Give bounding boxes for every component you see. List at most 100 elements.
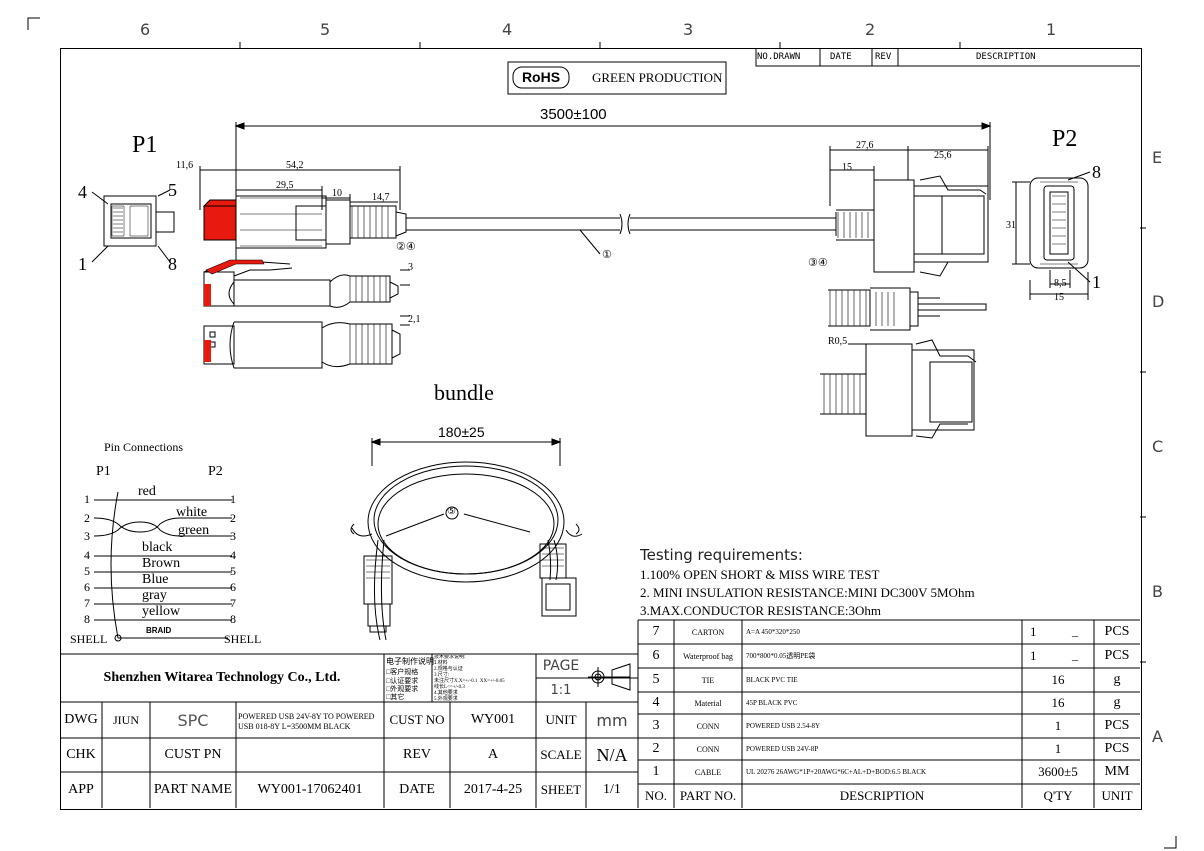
pin-right-8: 8 xyxy=(230,612,236,626)
rev-date: DATE xyxy=(830,52,852,62)
wire-red: red xyxy=(138,484,156,499)
cust-no-label: CUST NO xyxy=(389,712,445,727)
rev-rev: REV xyxy=(875,52,892,62)
testing-item-2: 2. MINI INSULATION RESISTANCE:MINI DC300… xyxy=(640,585,975,600)
callout-5: ⑤ xyxy=(447,506,456,517)
part-name-label: PART NAME xyxy=(153,782,233,797)
bom-no-6: 6 xyxy=(652,648,660,663)
zone-2: 2 xyxy=(865,20,876,39)
cust-pn-label: CUST PN xyxy=(164,747,222,762)
bom-qty-dash-6: _ xyxy=(1072,648,1078,662)
rev-label: REV xyxy=(403,747,431,762)
callout-3-4: ③④ xyxy=(808,257,828,269)
bom-unit-4: g xyxy=(1113,695,1121,710)
bom-qty-4: 16 xyxy=(1051,695,1065,710)
bom-part-5: TIE xyxy=(701,675,715,685)
scale-label: SCALE xyxy=(540,747,582,762)
rev-description: DESCRIPTION xyxy=(976,52,1036,62)
shell-right: SHELL xyxy=(224,632,262,646)
pin-left-6: 6 xyxy=(84,580,90,594)
dim-27-6: 27,6 xyxy=(856,140,874,151)
pin-left-8: 8 xyxy=(84,612,90,626)
doc-check-2: □认证要求 xyxy=(386,677,419,685)
dwg-name: JIUN xyxy=(113,712,139,727)
bom-no-2: 2 xyxy=(652,741,660,756)
pin-right-3: 3 xyxy=(230,529,236,543)
bom-no-4: 4 xyxy=(652,695,660,710)
wire-yellow: yellow xyxy=(142,604,181,619)
doc-check-3: □外观要求 xyxy=(386,685,419,693)
bundle-label: bundle xyxy=(434,380,494,405)
bom-no-1: 1 xyxy=(652,764,660,779)
p2-pin-8: 8 xyxy=(1092,162,1101,182)
p1-pin-5: 5 xyxy=(168,180,177,200)
bom-desc-4: 45P BLACK PVC xyxy=(746,699,798,707)
bom-unit-5: g xyxy=(1113,672,1121,687)
wire-gray: gray xyxy=(142,588,167,603)
bom-no-7: 7 xyxy=(652,624,660,639)
bom-qty-1: 3600±5 xyxy=(1038,764,1078,779)
zone-b: B xyxy=(1152,582,1163,601)
pin-connections-title: Pin Connections xyxy=(104,440,184,454)
pin-left-2: 2 xyxy=(84,511,90,525)
doc-check-4: □其它 xyxy=(386,693,405,701)
zone-a: A xyxy=(1152,727,1163,746)
spc-desc-2: USB 018-8Y L=3500MM BLACK xyxy=(238,722,351,731)
dim-29-5: 29,5 xyxy=(276,180,294,191)
bom-unit-7: PCS xyxy=(1104,624,1130,639)
date-value: 2017-4-25 xyxy=(463,782,523,797)
bom-desc-1: UL 20276 26AWG*1P+20AWG*6C+AL+D+BOD:6.5 … xyxy=(746,768,927,776)
pin-left-1: 1 xyxy=(84,492,90,506)
bom-part-2: CONN xyxy=(696,744,720,754)
doc-check-1: □客户规格 xyxy=(386,668,419,676)
dim-10: 10 xyxy=(332,188,342,199)
callout-1: ① xyxy=(602,249,612,261)
zone-5: 5 xyxy=(320,20,331,39)
dim-15: 15 xyxy=(842,162,852,173)
bom-no-3: 3 xyxy=(652,718,660,733)
bom-unit-3: PCS xyxy=(1104,718,1130,733)
part-name: WY001-17062401 xyxy=(257,782,363,797)
p1-pin-8: 8 xyxy=(168,254,177,274)
pin-left-3: 3 xyxy=(84,529,90,543)
bom-qty-2: 1 xyxy=(1054,741,1062,756)
sheet-label: SHEET xyxy=(540,782,582,797)
bom-header-description: DESCRIPTION xyxy=(839,788,925,803)
p2-pin-1: 1 xyxy=(1092,272,1101,292)
doc-note-title: 电子制作说明: xyxy=(386,657,437,666)
bom-header-unit: UNIT xyxy=(1101,788,1133,803)
green-production: GREEN PRODUCTION xyxy=(592,70,723,85)
pin-right-2: 2 xyxy=(230,511,236,525)
bom-header-part-no: PART NO. xyxy=(679,788,737,803)
dim-2-1: 2,1 xyxy=(408,314,421,325)
pin-right-7: 7 xyxy=(230,596,236,610)
spc-desc-1: POWERED USB 24V-8Y TO POWERED xyxy=(238,712,375,721)
dim-25-6: 25,6 xyxy=(934,150,952,161)
braid-label: BRAID xyxy=(146,626,172,635)
pin-p2-label: P2 xyxy=(208,464,223,479)
bom-unit-2: PCS xyxy=(1104,741,1130,756)
rev-value: A xyxy=(487,747,499,762)
dim-11-6: 11,6 xyxy=(176,160,194,171)
date-label: DATE xyxy=(399,782,435,797)
bom-header-qty: Q'TY xyxy=(1043,788,1073,803)
wire-black: black xyxy=(142,540,173,555)
bom-part-3: CONN xyxy=(696,721,720,731)
bom-qty-dash-7: _ xyxy=(1072,624,1078,638)
pin-right-6: 6 xyxy=(230,580,236,594)
zone-1: 1 xyxy=(1046,20,1057,39)
bom-no-5: 5 xyxy=(652,672,660,687)
tolerance-text: 技术要求说明: 1.材料 2.规格与认证 3.尺寸: 未注尺寸X.X=+/-0.… xyxy=(434,655,505,701)
bom-part-4: Material xyxy=(694,698,722,708)
p1-label: P1 xyxy=(132,132,158,158)
unit-label: UNIT xyxy=(545,712,577,727)
company-name: Shenzhen Witarea Technology Co., Ltd. xyxy=(103,670,341,685)
dim-14-7: 14,7 xyxy=(372,192,390,203)
page-label: PAGE xyxy=(542,658,580,674)
dim-3: 3 xyxy=(408,262,413,273)
p1-pin-4: 4 xyxy=(78,182,87,202)
scale-value: N/A xyxy=(596,744,628,765)
bom-desc-7: A=A 450*320*250 xyxy=(746,628,800,636)
dim-15b: 15 xyxy=(1054,292,1064,303)
zone-e: E xyxy=(1152,148,1163,167)
